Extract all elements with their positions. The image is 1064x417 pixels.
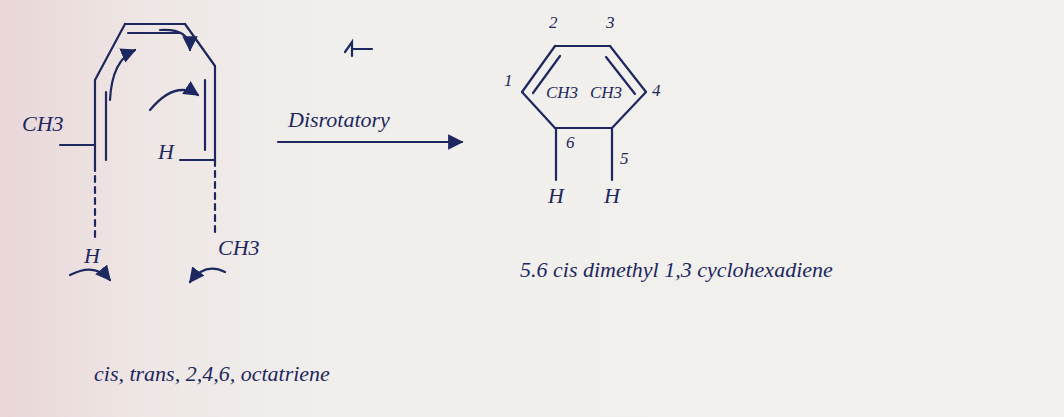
- octatriene-structure: [60, 24, 225, 282]
- methyl-group: CH3: [546, 84, 578, 103]
- cyclohexadiene-ring: [522, 46, 646, 180]
- hydrogen: H: [604, 184, 620, 208]
- reactant-name: cis, trans, 2,4,6, octatriene: [94, 362, 330, 386]
- atom-number: 5: [620, 150, 629, 169]
- atom-number: 3: [606, 14, 615, 33]
- atom-number: 2: [549, 14, 558, 33]
- product-name: 5.6 cis dimethyl 1,3 cyclohexadiene: [520, 258, 833, 282]
- atom-number: 4: [652, 82, 661, 101]
- methyl-group: CH3: [22, 112, 64, 136]
- reaction-arrow: [278, 42, 462, 142]
- reaction-condition: Disrotatory: [288, 108, 390, 132]
- atom-number: 6: [566, 134, 575, 153]
- methyl-group: CH3: [218, 236, 260, 260]
- methyl-group: CH3: [590, 84, 622, 103]
- hydrogen: H: [84, 244, 100, 268]
- hydrogen: H: [158, 140, 174, 164]
- atom-number: 1: [504, 72, 513, 91]
- hydrogen: H: [548, 184, 564, 208]
